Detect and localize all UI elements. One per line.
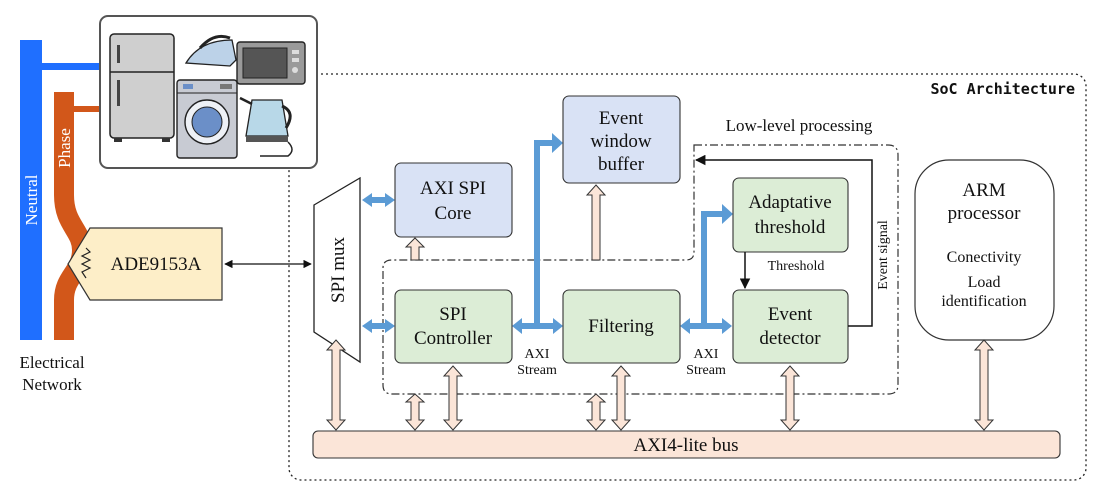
neutral-line	[20, 40, 42, 340]
arm-processor-block: ARM processor Conectivity Load identific…	[914, 159, 1055, 341]
spi-controller-label-1: SPI	[439, 304, 466, 325]
event-window-buffer-block: Event window buffer	[562, 95, 681, 184]
ade9153a-chip: ADE9153A	[67, 227, 223, 301]
refrigerator-icon	[109, 33, 175, 142]
filtering-label: Filtering	[588, 316, 654, 337]
bus-link-region-b	[585, 393, 607, 431]
filtering-block: Filtering	[562, 289, 681, 364]
up-link-axi-core	[404, 237, 426, 261]
electrical-network: Neutral Phase Electrical Network	[19, 40, 102, 394]
event-window-label-3: buffer	[598, 154, 645, 175]
event-detector-block: Event detector	[732, 289, 849, 364]
neutral-label: Neutral	[22, 174, 41, 225]
arm-label-5: identification	[941, 293, 1026, 310]
ade9153a-label: ADE9153A	[111, 254, 202, 275]
neutral-branch	[42, 63, 102, 70]
event-signal-arrow	[694, 154, 873, 327]
arm-label-4: Load	[968, 274, 1001, 291]
appliances-panel	[99, 15, 318, 169]
event-signal-label: Event signal	[876, 220, 891, 290]
phase-label: Phase	[55, 128, 74, 168]
event-detector-label-2: detector	[759, 328, 821, 349]
adaptative-threshold-block: Adaptative threshold	[732, 177, 849, 253]
bus-link-mux	[325, 339, 347, 431]
axi-spi-core-label-2: Core	[435, 203, 472, 224]
microwave-icon	[236, 41, 306, 85]
kettle-icon	[239, 96, 293, 157]
bus-link-arm	[973, 339, 995, 431]
phase-branch	[72, 106, 102, 112]
axi-spi-core-block: AXI SPI Core	[394, 162, 513, 238]
bus-link-spi-ctrl	[442, 365, 464, 431]
network-label-2: Network	[22, 375, 82, 394]
axi4-lite-bus-label: AXI4-lite bus	[633, 435, 738, 456]
network-label-1: Electrical	[19, 353, 84, 372]
threshold-label: Threshold	[768, 259, 825, 274]
up-link-event-window	[585, 184, 607, 261]
bus-connections	[325, 184, 995, 431]
blue-links	[362, 133, 733, 334]
spi-controller-block: SPI Controller	[394, 289, 513, 364]
arm-label-1: ARM	[962, 180, 1005, 201]
arm-label-3: Conectivity	[947, 249, 1022, 266]
soc-frame	[288, 73, 1087, 481]
adaptative-label-2: threshold	[755, 217, 826, 238]
spi-controller-label-2: Controller	[414, 328, 493, 349]
axi-stream-label-1b: Stream	[517, 363, 557, 378]
event-window-label-2: window	[590, 131, 652, 152]
arm-label-2: processor	[948, 203, 1021, 224]
bus-link-filtering	[610, 365, 632, 431]
axi-stream-label-2b: Stream	[686, 363, 726, 378]
axi-stream-label-1a: AXI	[525, 347, 550, 362]
axi4-lite-bus: AXI4-lite bus	[312, 430, 1061, 459]
event-detector-label-1: Event	[768, 304, 813, 325]
spi-mux: SPI mux	[313, 176, 361, 364]
bus-link-region-a	[404, 393, 426, 431]
axi-spi-core-label-1: AXI SPI	[420, 178, 486, 199]
washing-machine-icon	[176, 79, 238, 159]
bus-link-event-detector	[779, 365, 801, 431]
iron-icon	[184, 34, 237, 67]
event-window-label-1: Event	[599, 108, 644, 129]
low-level-region	[382, 144, 899, 395]
axi-stream-label-2a: AXI	[694, 347, 719, 362]
soc-title: SoC Architecture	[931, 80, 1076, 98]
adaptative-label-1: Adaptative	[748, 192, 831, 213]
low-level-title: Low-level processing	[726, 116, 873, 135]
spi-mux-label: SPI mux	[328, 237, 349, 303]
